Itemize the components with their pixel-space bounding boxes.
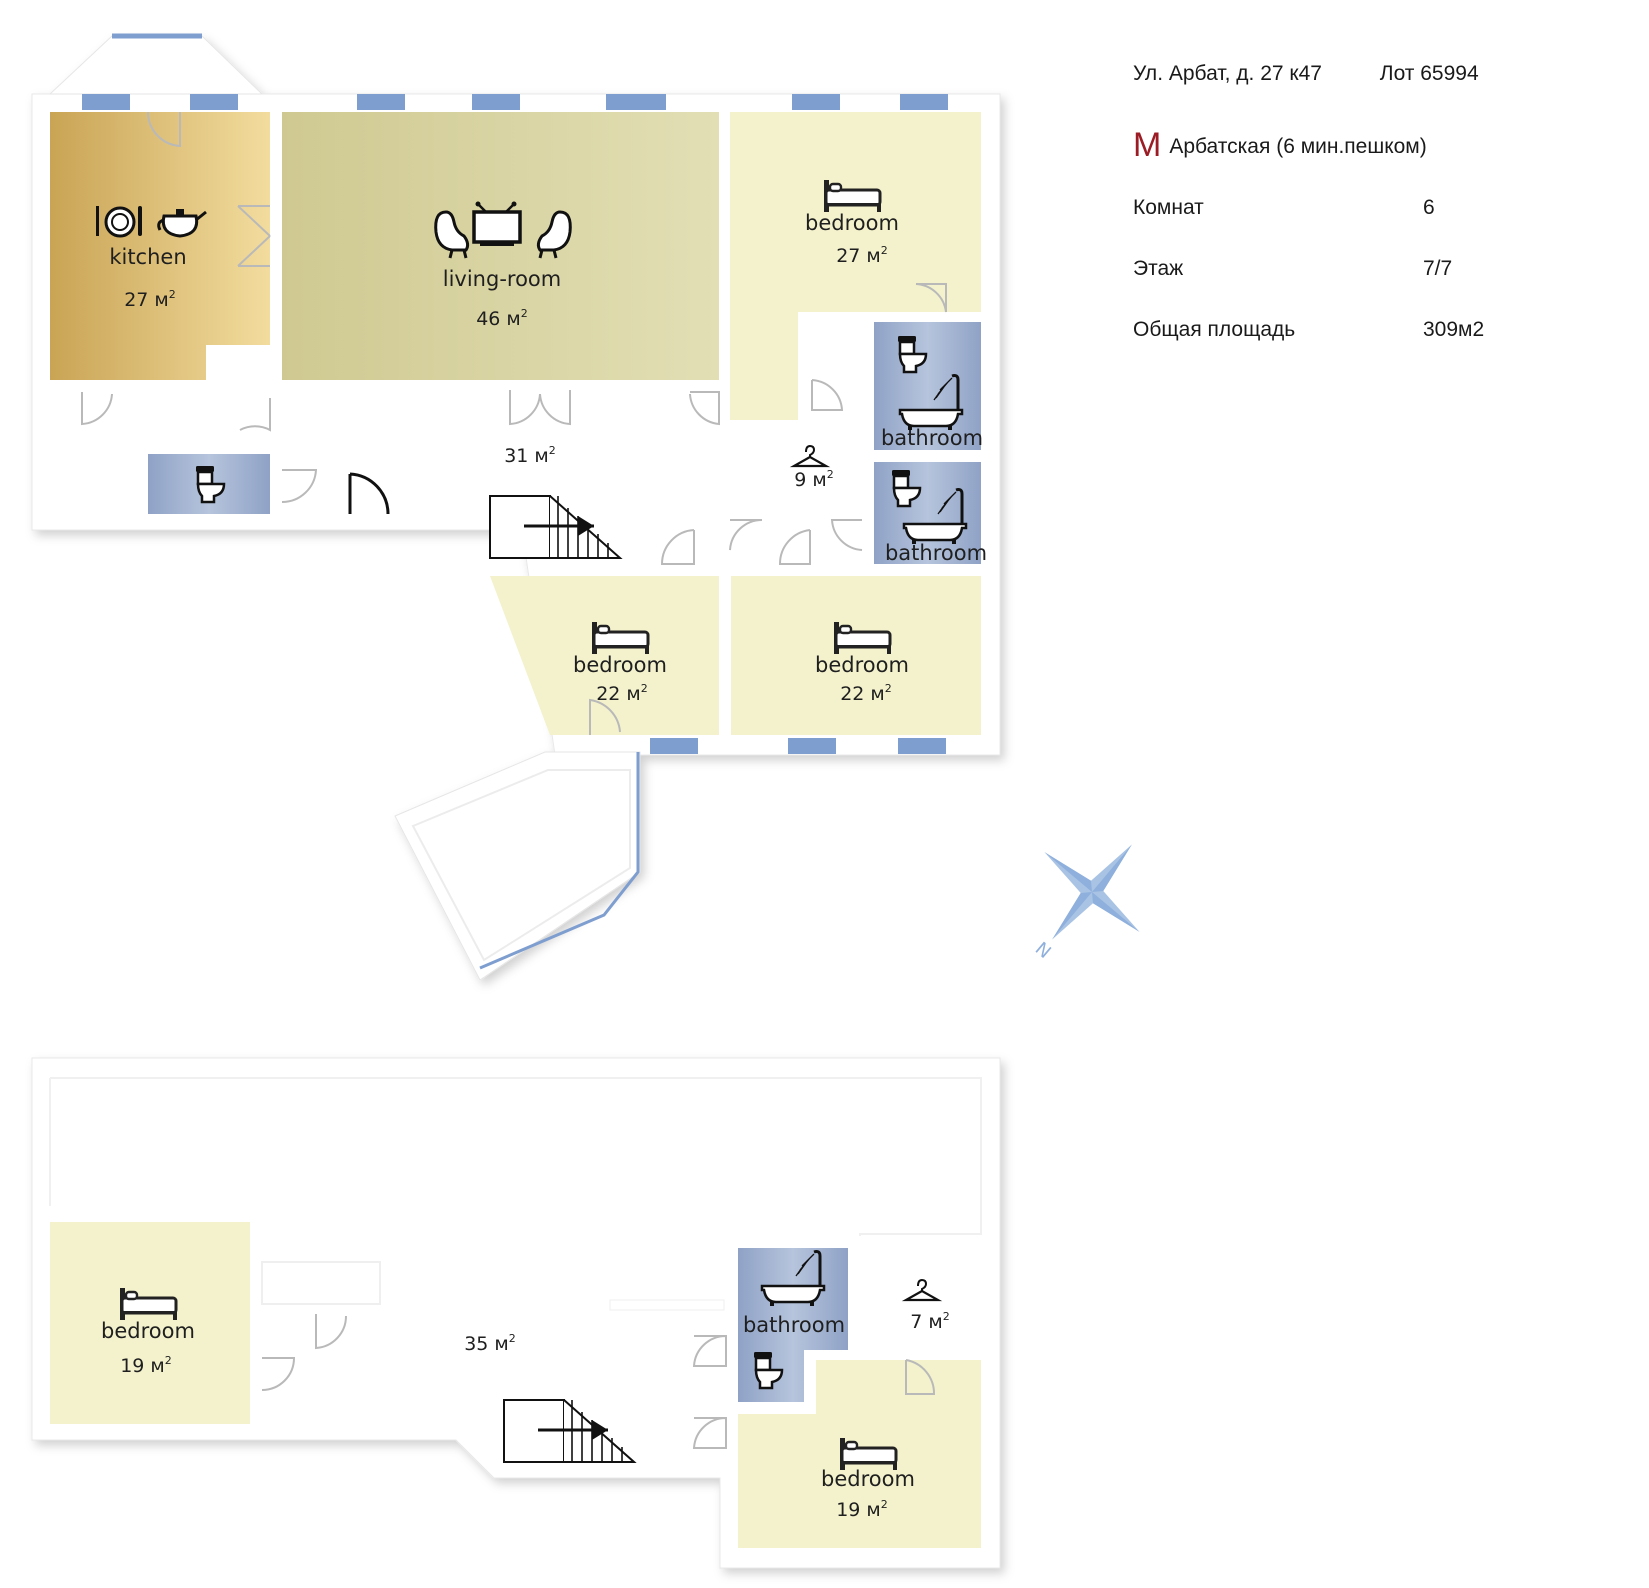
metro-station: Арбатская (6 мин.пешком) xyxy=(1169,135,1427,158)
bedroom-w-label: bedroom xyxy=(101,1319,195,1343)
bedroom-w-room xyxy=(50,1222,250,1424)
bedroom-w-area: 19 м2 xyxy=(120,1354,172,1377)
bedroom-ne-label: bedroom xyxy=(805,211,899,235)
bathroom-2-label: bathroom xyxy=(885,541,987,565)
bedroom-se-label: bedroom xyxy=(821,1467,915,1491)
bedroom-ne-area: 27 м2 xyxy=(836,244,888,267)
total-area-value: 309м2 xyxy=(1423,318,1485,341)
bathroom-lower-label: bathroom xyxy=(743,1313,845,1337)
bedroom-s1-area: 22 м2 xyxy=(596,682,648,705)
bedroom-s2-room xyxy=(731,576,981,735)
address-row: Ул. Арбат, д. 27 к47 Лот 65994 xyxy=(1133,62,1613,128)
bedroom-s2-area: 22 м2 xyxy=(840,682,892,705)
kitchen-area: 27 м2 xyxy=(124,288,176,311)
lower-doors xyxy=(261,1314,936,1449)
bedroom-se-area: 19 м2 xyxy=(836,1498,888,1521)
address-text: Ул. Арбат, д. 27 к47 xyxy=(1133,62,1322,85)
kitchen-room xyxy=(50,112,270,380)
bedroom-s1-room xyxy=(490,576,719,735)
closet-upper-area: 9 м2 xyxy=(794,468,833,491)
area-row: Общая площадь 309м2 xyxy=(1133,318,1613,379)
kitchen-label: kitchen xyxy=(109,245,186,269)
upper-windows xyxy=(82,94,948,754)
upper-doors xyxy=(81,111,947,735)
upper-floor: kitchen 27 м2 living-room 46 м2 bedroom … xyxy=(31,33,1001,981)
teapot-icon xyxy=(157,209,207,238)
rooms-row: Комнат 6 xyxy=(1133,196,1613,257)
lower-floor: bedroom 19 м2 35 м2 bathroom 7 м2 bedroo… xyxy=(31,1057,1001,1569)
floor-label: Этаж xyxy=(1133,257,1184,280)
listing-info: Ул. Арбат, д. 27 к47 Лот 65994 М Арбатска… xyxy=(1133,62,1613,379)
tv-icon xyxy=(472,201,522,246)
bathroom-1-room xyxy=(874,322,981,450)
total-area-label: Общая площадь xyxy=(1133,318,1296,341)
metro-row: М Арбатская (6 мин.пешком) xyxy=(1133,128,1613,196)
bedroom-s2-label: bedroom xyxy=(815,653,909,677)
hall-lower-area: 35 м2 xyxy=(464,1332,516,1355)
living-room-label: living-room xyxy=(443,267,561,291)
bathroom-1-label: bathroom xyxy=(881,426,983,450)
compass-icon: N xyxy=(1031,844,1140,963)
floor-row: Этаж 7/7 xyxy=(1133,257,1613,318)
entrance-door xyxy=(348,472,390,515)
plate-icon xyxy=(96,206,142,238)
rooms-value: 6 xyxy=(1423,196,1435,219)
compass-north-label: N xyxy=(1031,938,1055,963)
bedroom-s1-label: bedroom xyxy=(573,653,667,677)
metro-icon: М xyxy=(1133,126,1162,164)
living-room-area-label: 46 м2 xyxy=(476,307,528,330)
closet-lower-area: 7 м2 xyxy=(910,1310,949,1333)
rooms-label: Комнат xyxy=(1133,196,1204,219)
bedroom-ne-room xyxy=(730,112,981,420)
hall-upper-area: 31 м2 xyxy=(504,444,556,467)
floor-value: 7/7 xyxy=(1423,257,1453,280)
lot-number: Лот 65994 xyxy=(1379,62,1479,85)
